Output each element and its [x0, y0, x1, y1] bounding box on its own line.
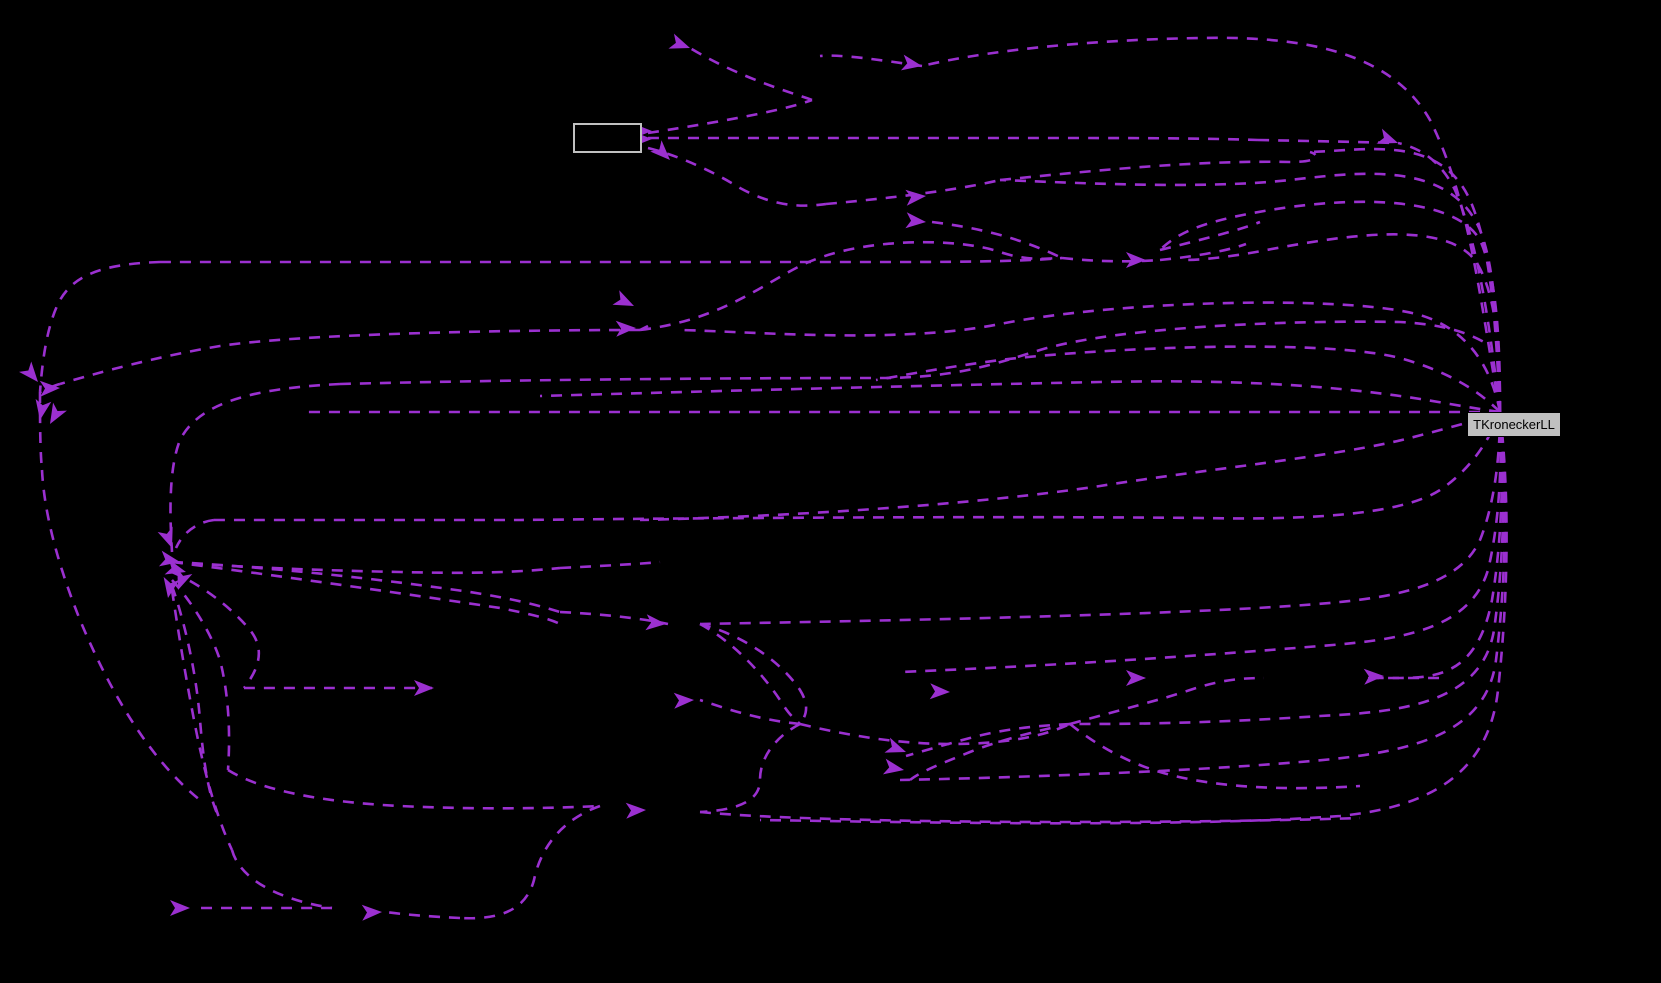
graph-edge — [171, 560, 561, 575]
graph-edge — [689, 46, 813, 102]
edge-arrowhead — [50, 402, 67, 424]
graph-edge — [648, 136, 1259, 142]
graph-edge — [647, 146, 827, 207]
graph-edge — [1179, 233, 1502, 413]
graph-edge — [38, 260, 161, 393]
graph-node-unnamed[interactable] — [573, 123, 642, 153]
edge-arrowhead — [645, 614, 666, 631]
graph-edge — [170, 585, 222, 821]
graph-edge — [679, 301, 1502, 413]
edge-arrowhead — [673, 692, 694, 709]
graph-edge — [699, 810, 1361, 824]
graph-edge — [759, 411, 1508, 825]
graph-edge — [170, 589, 234, 851]
edge-arrowhead — [1363, 668, 1384, 685]
graph-edge — [174, 518, 215, 549]
edge-arrowhead — [163, 576, 180, 598]
graph-edge — [699, 411, 1502, 626]
graph-edge — [639, 240, 1063, 332]
graph-edge — [385, 910, 461, 920]
graph-edge — [1309, 147, 1502, 413]
graph-edge — [647, 98, 813, 135]
graph-edge — [339, 320, 1491, 386]
graph-edge — [230, 849, 333, 910]
graph-edge — [227, 768, 601, 810]
graph-edge — [875, 345, 1501, 413]
graph-edge — [1257, 138, 1399, 145]
graph-edge — [160, 256, 1063, 264]
edge-arrowhead — [612, 290, 634, 306]
graph-edge — [899, 411, 1502, 674]
edge-arrowhead — [164, 559, 186, 575]
graph-edge — [931, 220, 1063, 260]
edge-arrowhead — [177, 568, 193, 590]
edge-arrowhead — [650, 140, 670, 160]
edge-arrowhead — [929, 683, 950, 700]
graph-edge — [539, 380, 1501, 414]
graph-edge — [999, 172, 1502, 413]
graph-edge — [40, 469, 201, 802]
graph-edge — [519, 411, 1502, 522]
graph-edge — [799, 722, 1071, 746]
graph-edge — [171, 570, 260, 689]
graph-edge — [899, 411, 1507, 782]
graph-edge — [1061, 256, 1161, 263]
edge-arrowhead — [905, 212, 926, 229]
graph-edge — [699, 622, 801, 725]
graph-edge — [1069, 676, 1265, 726]
edge-arrowhead — [905, 189, 926, 206]
graph-edge — [699, 722, 801, 814]
graph-edge — [1159, 200, 1502, 413]
graph-edge — [909, 722, 1071, 782]
edge-arrowhead — [1126, 670, 1146, 686]
graph-edge — [39, 382, 61, 394]
graph-edge — [999, 150, 1318, 182]
graph-node-label: TKroneckerLL — [1473, 416, 1555, 432]
graph-edge — [921, 36, 1502, 413]
graph-edge — [459, 804, 601, 920]
graph-edge — [59, 328, 641, 386]
graph-edge — [171, 579, 231, 771]
edge-arrowhead — [625, 802, 646, 819]
graph-edge — [171, 560, 561, 626]
edge-arrowhead — [170, 900, 190, 916]
edge-arrowhead — [19, 361, 38, 382]
edge-arrowhead — [35, 398, 52, 420]
edge-arrowhead — [900, 54, 922, 71]
graph-edge — [559, 560, 661, 570]
graph-edge — [169, 382, 341, 553]
graph-edge — [1069, 411, 1505, 726]
edge-arrowhead — [1126, 252, 1146, 268]
graph-edge — [639, 324, 649, 332]
edge-arrowhead — [882, 758, 904, 775]
graph-edge — [699, 698, 801, 726]
edge-arrowhead — [158, 550, 180, 567]
edge-arrowhead — [157, 526, 173, 548]
edge-arrowhead — [361, 904, 382, 921]
edge-arrowhead — [39, 380, 60, 397]
graph-node-tkroneckerll[interactable]: TKroneckerLL — [1467, 412, 1561, 437]
graph-edge — [38, 391, 44, 471]
graph-edge — [639, 410, 1501, 522]
graph-edge — [1159, 242, 1247, 262]
edge-arrowhead — [414, 680, 434, 696]
graph-edge — [905, 722, 1071, 758]
graph-edge — [1159, 220, 1261, 252]
edge-arrowhead — [615, 320, 636, 337]
edge-arrowhead — [1376, 128, 1398, 144]
graph-edge — [1069, 722, 1361, 790]
graph-edge — [1397, 141, 1502, 413]
edge-arrowhead — [884, 737, 906, 753]
graph-edge — [171, 560, 561, 614]
graph-edge — [699, 622, 808, 725]
edge-arrowhead — [668, 33, 690, 49]
